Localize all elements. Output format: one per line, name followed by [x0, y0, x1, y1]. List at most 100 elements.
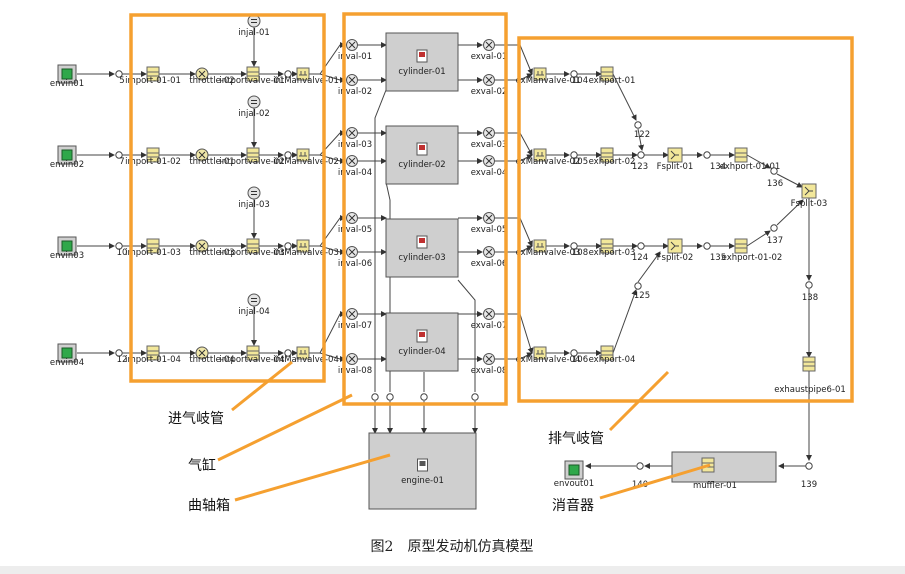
exval-b-label-1: exval-02 — [471, 87, 508, 97]
fsplit-02-label: Fsplit-02 — [657, 253, 694, 263]
throttle-3 — [195, 239, 209, 253]
envin-block-3 — [57, 236, 77, 256]
exval-a-3 — [483, 212, 495, 224]
junction-122-label: 122 — [634, 130, 650, 140]
exhport-label-1: exhport-01 — [589, 76, 636, 86]
intport-label-3: import-01-03 — [125, 248, 181, 258]
intport-2 — [146, 147, 160, 163]
inval-b-label-1: inval-02 — [338, 87, 372, 97]
cylinder-3-label: cylinder-03 — [398, 253, 445, 263]
junction-135-label: 135 — [710, 253, 726, 263]
intManvalve-label-3: intManvalve-03 — [273, 248, 339, 258]
inval-a-label-4: inval-07 — [338, 321, 372, 331]
exhport-label-3: exhport-03 — [589, 248, 636, 258]
exval-a-2 — [483, 127, 495, 139]
cylinder-1: cylinder-01 — [385, 32, 459, 92]
muffler-callout: 消音器 — [552, 497, 594, 514]
junction-140 — [636, 462, 644, 470]
exval-a-4 — [483, 308, 495, 320]
intake-manifold-callout: 进气岐管 — [168, 411, 224, 427]
throttle-4 — [195, 346, 209, 360]
exhaust-pipe-label: exhaustpipe6-01 — [774, 385, 846, 395]
junction-125-label: 125 — [634, 291, 650, 301]
inval-a-3 — [346, 212, 358, 224]
cylinder-4-label: cylinder-04 — [398, 347, 445, 357]
exhport-label-4: exhport-04 — [589, 355, 636, 365]
intake-junction-3 — [284, 242, 292, 250]
intManvalve-label-2: intManvalve-02 — [273, 157, 339, 167]
cylinder-callout: 气缸 — [188, 457, 216, 474]
exval-b-label-2: exval-04 — [471, 168, 508, 178]
exval-b-2 — [483, 155, 495, 167]
envin-label-3: envin03 — [50, 251, 84, 261]
exval-b-label-3: exval-06 — [471, 259, 508, 269]
intake-callout-line — [231, 360, 293, 412]
intport-label-2: import-01-02 — [125, 157, 181, 167]
inlet-number-3: 10 — [117, 248, 128, 258]
exval-b-1 — [483, 74, 495, 86]
inval-b-2 — [346, 155, 358, 167]
junction-138 — [805, 281, 813, 289]
exval-b-label-4: exval-08 — [471, 366, 508, 376]
ex-junction-1 — [570, 70, 578, 78]
throttle-2 — [195, 148, 209, 162]
muffler-block — [671, 451, 777, 483]
exhaust-callout-line — [608, 370, 670, 432]
junction-138-label: 138 — [802, 293, 818, 303]
exManvalve-label-2: exManvalve-02 — [516, 157, 581, 167]
junction-139 — [805, 462, 813, 470]
throttle-label-3: throttle-03 — [189, 248, 234, 258]
intportvalve-3 — [246, 238, 260, 254]
inval-a-1 — [346, 39, 358, 51]
exval-a-label-4: exval-07 — [471, 321, 508, 331]
exManvalve-3 — [533, 239, 547, 253]
ex-number-3: 108 — [572, 248, 588, 258]
ex-junction-4 — [570, 349, 578, 357]
intportvalve-label-1: intportvalve-01 — [219, 76, 284, 86]
intManvalve-1 — [296, 67, 310, 81]
exval-a-label-1: exval-01 — [471, 52, 508, 62]
cylinder-3: cylinder-03 — [385, 218, 459, 278]
inval-a-4 — [346, 308, 358, 320]
exManvalve-2 — [533, 148, 547, 162]
engine-block-label: engine-01 — [401, 476, 444, 486]
inlet-number-2: 7 — [119, 157, 124, 167]
envout-block — [564, 460, 584, 480]
exhport-2 — [600, 147, 614, 163]
exval-a-label-2: exval-03 — [471, 140, 508, 150]
inlet-number-4: 12 — [117, 355, 128, 365]
junction-136-label: 136 — [767, 179, 783, 189]
exhport-01-01 — [734, 147, 748, 163]
inval-a-label-2: inval-03 — [338, 140, 372, 150]
intManvalve-3 — [296, 239, 310, 253]
exval-a-1 — [483, 39, 495, 51]
cylinder-2-label: cylinder-02 — [398, 160, 445, 170]
injector-1 — [247, 14, 261, 28]
inval-a-label-3: inval-05 — [338, 225, 372, 235]
intManvalve-label-4: intManvalve-04 — [273, 355, 339, 365]
intManvalve-4 — [296, 346, 310, 360]
inlet-junction-1 — [115, 70, 123, 78]
intportvalve-2 — [246, 147, 260, 163]
crankcase-callout: 曲轴箱 — [188, 498, 230, 514]
injector-label-2: injal-02 — [238, 109, 270, 119]
exManvalve-label-1: exManvalve-01 — [516, 76, 581, 86]
intportvalve-label-2: intportvalve-02 — [219, 157, 284, 167]
exhport-label-2: exhport-02 — [589, 157, 636, 167]
exManvalve-1 — [533, 67, 547, 81]
fsplit-01-label: Fsplit-01 — [657, 162, 694, 172]
throttle-1 — [195, 67, 209, 81]
injector-label-3: injal-03 — [238, 200, 270, 210]
intManvalve-2 — [296, 148, 310, 162]
exhaust-pipe — [802, 356, 816, 372]
ex-number-1: 104 — [572, 76, 588, 86]
intportvalve-1 — [246, 66, 260, 82]
junction-124 — [637, 242, 645, 250]
ex-junction-2 — [570, 151, 578, 159]
intportvalve-4 — [246, 345, 260, 361]
junction-137-label: 137 — [767, 236, 783, 246]
intport-label-4: import-01-04 — [125, 355, 181, 365]
crank-junction-1 — [371, 393, 379, 401]
exhport-01-01-label: exhport-01-01 — [720, 162, 781, 172]
